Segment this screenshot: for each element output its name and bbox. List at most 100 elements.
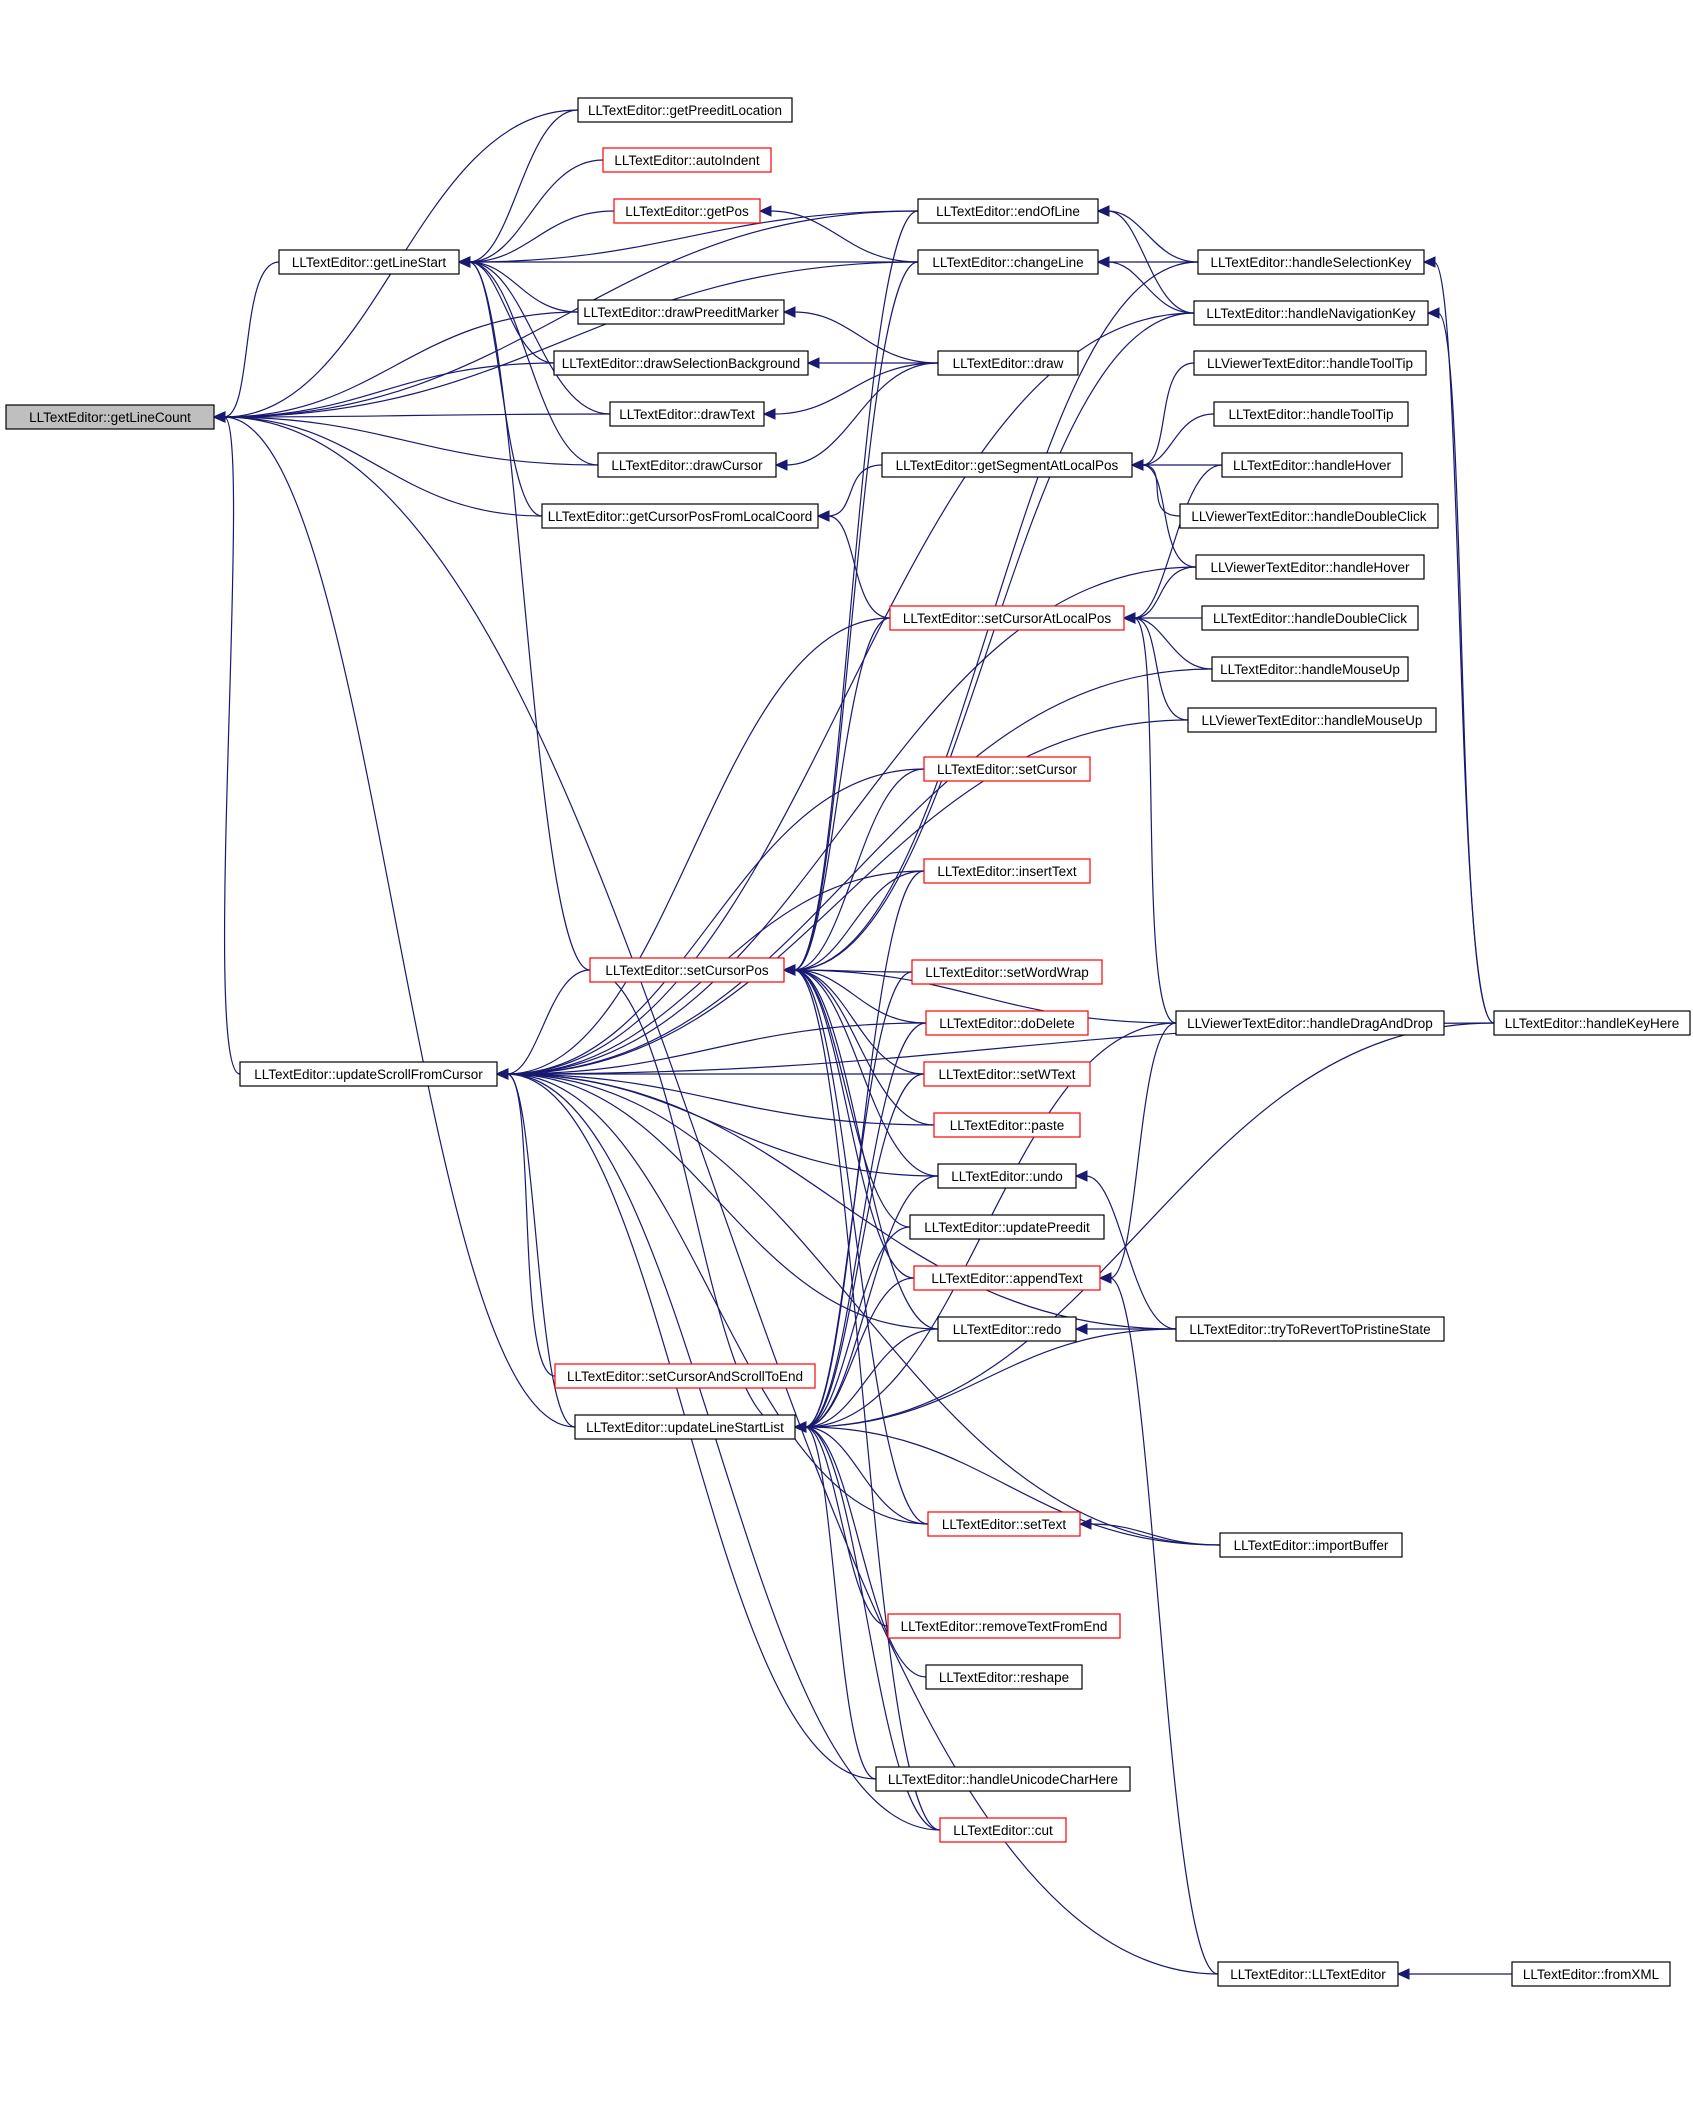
node-appendText[interactable]: LLTextEditor::appendText bbox=[913, 1265, 1101, 1291]
node-drawSelectionBackground[interactable]: LLTextEditor::drawSelectionBackground bbox=[553, 350, 809, 376]
node-box[interactable] bbox=[278, 249, 460, 275]
node-fromXML[interactable]: LLTextEditor::fromXML bbox=[1511, 1961, 1671, 1987]
node-box[interactable] bbox=[923, 858, 1091, 884]
node-tryToRevertToPristineState[interactable]: LLTextEditor::tryToRevertToPristineState bbox=[1175, 1316, 1445, 1342]
node-getPos[interactable]: LLTextEditor::getPos bbox=[613, 198, 761, 224]
node-getSegmentAtLocalPos[interactable]: LLTextEditor::getSegmentAtLocalPos bbox=[881, 452, 1133, 478]
node-drawPreeditMarker[interactable]: LLTextEditor::drawPreeditMarker bbox=[577, 299, 785, 325]
node-box[interactable] bbox=[937, 1316, 1077, 1342]
node-box[interactable] bbox=[887, 1613, 1121, 1639]
node-updateLineStartList[interactable]: LLTextEditor::updateLineStartList bbox=[574, 1414, 796, 1440]
node-box[interactable] bbox=[1193, 300, 1429, 326]
node-box[interactable] bbox=[597, 452, 777, 478]
node-draw[interactable]: LLTextEditor::draw bbox=[937, 350, 1079, 376]
node-autoIndent[interactable]: LLTextEditor::autoIndent bbox=[602, 147, 772, 173]
node-endOfLine[interactable]: LLTextEditor::endOfLine bbox=[917, 198, 1099, 224]
node-box[interactable] bbox=[889, 605, 1125, 631]
node-box[interactable] bbox=[913, 1265, 1101, 1291]
node-handleHover[interactable]: LLTextEditor::handleHover bbox=[1221, 452, 1403, 478]
node-handleKeyHere[interactable]: LLTextEditor::handleKeyHere bbox=[1493, 1010, 1691, 1036]
node-setWordWrap[interactable]: LLTextEditor::setWordWrap bbox=[911, 959, 1103, 985]
node-drawText[interactable]: LLTextEditor::drawText bbox=[609, 401, 765, 427]
node-box[interactable] bbox=[939, 1817, 1067, 1843]
node-handleSelectionKey[interactable]: LLTextEditor::handleSelectionKey bbox=[1197, 249, 1425, 275]
node-paste[interactable]: LLTextEditor::paste bbox=[933, 1112, 1081, 1138]
node-box[interactable] bbox=[1197, 249, 1425, 275]
node-box[interactable] bbox=[239, 1061, 498, 1087]
node-updatePreedit[interactable]: LLTextEditor::updatePreedit bbox=[909, 1214, 1105, 1240]
node-updateScrollFromCursor[interactable]: LLTextEditor::updateScrollFromCursor bbox=[239, 1061, 498, 1087]
node-box[interactable] bbox=[1179, 503, 1439, 529]
node-viewerHandleDoubleClick[interactable]: LLViewerTextEditor::handleDoubleClick bbox=[1179, 503, 1439, 529]
node-handleDoubleClick[interactable]: LLTextEditor::handleDoubleClick bbox=[1201, 605, 1419, 631]
node-box[interactable] bbox=[875, 1766, 1131, 1792]
node-box[interactable] bbox=[909, 1214, 1105, 1240]
node-handleUnicodeCharHere[interactable]: LLTextEditor::handleUnicodeCharHere bbox=[875, 1766, 1131, 1792]
node-box[interactable] bbox=[925, 1664, 1083, 1690]
node-box[interactable] bbox=[577, 299, 785, 325]
node-insertText[interactable]: LLTextEditor::insertText bbox=[923, 858, 1091, 884]
node-drawCursor[interactable]: LLTextEditor::drawCursor bbox=[597, 452, 777, 478]
node-setText[interactable]: LLTextEditor::setText bbox=[927, 1511, 1081, 1537]
node-ctor[interactable]: LLTextEditor::LLTextEditor bbox=[1217, 1961, 1399, 1987]
node-box[interactable] bbox=[1217, 1961, 1399, 1987]
node-box[interactable] bbox=[917, 198, 1099, 224]
node-box[interactable] bbox=[925, 1010, 1089, 1036]
node-box[interactable] bbox=[1211, 656, 1409, 682]
node-box[interactable] bbox=[577, 97, 793, 123]
node-box[interactable] bbox=[917, 249, 1099, 275]
node-box[interactable] bbox=[1175, 1316, 1445, 1342]
node-setCursorAtLocalPos[interactable]: LLTextEditor::setCursorAtLocalPos bbox=[889, 605, 1125, 631]
node-box[interactable] bbox=[574, 1414, 796, 1440]
node-setCursorAndScrollToEnd[interactable]: LLTextEditor::setCursorAndScrollToEnd bbox=[554, 1363, 816, 1389]
node-box[interactable] bbox=[1219, 1532, 1403, 1558]
node-setCursor[interactable]: LLTextEditor::setCursor bbox=[923, 756, 1091, 782]
node-box[interactable] bbox=[613, 198, 761, 224]
node-cut[interactable]: LLTextEditor::cut bbox=[939, 1817, 1067, 1843]
node-viewerHandleHover[interactable]: LLViewerTextEditor::handleHover bbox=[1195, 554, 1425, 580]
node-box[interactable] bbox=[1213, 401, 1409, 427]
node-changeLine[interactable]: LLTextEditor::changeLine bbox=[917, 249, 1099, 275]
node-getCursorPosFromLocalCoord[interactable]: LLTextEditor::getCursorPosFromLocalCoord bbox=[541, 503, 819, 529]
node-box[interactable] bbox=[554, 1363, 816, 1389]
node-box[interactable] bbox=[602, 147, 772, 173]
node-reshape[interactable]: LLTextEditor::reshape bbox=[925, 1664, 1083, 1690]
node-viewerHandleDragAndDrop[interactable]: LLViewerTextEditor::handleDragAndDrop bbox=[1175, 1010, 1445, 1036]
node-setWText[interactable]: LLTextEditor::setWText bbox=[923, 1061, 1091, 1087]
node-box[interactable] bbox=[937, 1163, 1077, 1189]
node-setCursorPos[interactable]: LLTextEditor::setCursorPos bbox=[589, 957, 785, 983]
node-box[interactable] bbox=[1201, 605, 1419, 631]
node-box[interactable] bbox=[589, 957, 785, 983]
node-handleMouseUp[interactable]: LLTextEditor::handleMouseUp bbox=[1211, 656, 1409, 682]
node-box[interactable] bbox=[881, 452, 1133, 478]
node-box[interactable] bbox=[911, 959, 1103, 985]
node-box[interactable] bbox=[609, 401, 765, 427]
node-redo[interactable]: LLTextEditor::redo bbox=[937, 1316, 1077, 1342]
node-box[interactable] bbox=[1175, 1010, 1445, 1036]
node-viewerHandleToolTip[interactable]: LLViewerTextEditor::handleToolTip bbox=[1193, 350, 1427, 376]
node-handleNavigationKey[interactable]: LLTextEditor::handleNavigationKey bbox=[1193, 300, 1429, 326]
node-doDelete[interactable]: LLTextEditor::doDelete bbox=[925, 1010, 1089, 1036]
node-box[interactable] bbox=[1511, 1961, 1671, 1987]
node-removeTextFromEnd[interactable]: LLTextEditor::removeTextFromEnd bbox=[887, 1613, 1121, 1639]
node-box[interactable] bbox=[541, 503, 819, 529]
node-box[interactable] bbox=[1195, 554, 1425, 580]
node-getLineCount[interactable]: LLTextEditor::getLineCount bbox=[5, 404, 215, 430]
node-box[interactable] bbox=[933, 1112, 1081, 1138]
node-box[interactable] bbox=[553, 350, 809, 376]
node-undo[interactable]: LLTextEditor::undo bbox=[937, 1163, 1077, 1189]
node-box[interactable] bbox=[937, 350, 1079, 376]
node-box[interactable] bbox=[923, 1061, 1091, 1087]
node-box[interactable] bbox=[1493, 1010, 1691, 1036]
node-box[interactable] bbox=[1193, 350, 1427, 376]
node-box[interactable] bbox=[923, 756, 1091, 782]
node-getPreeditLocation[interactable]: LLTextEditor::getPreeditLocation bbox=[577, 97, 793, 123]
node-handleToolTip[interactable]: LLTextEditor::handleToolTip bbox=[1213, 401, 1409, 427]
node-box[interactable] bbox=[1187, 707, 1437, 733]
node-box[interactable] bbox=[5, 404, 215, 430]
node-importBuffer[interactable]: LLTextEditor::importBuffer bbox=[1219, 1532, 1403, 1558]
node-box[interactable] bbox=[927, 1511, 1081, 1537]
node-getLineStart[interactable]: LLTextEditor::getLineStart bbox=[278, 249, 460, 275]
node-viewerHandleMouseUp[interactable]: LLViewerTextEditor::handleMouseUp bbox=[1187, 707, 1437, 733]
node-box[interactable] bbox=[1221, 452, 1403, 478]
